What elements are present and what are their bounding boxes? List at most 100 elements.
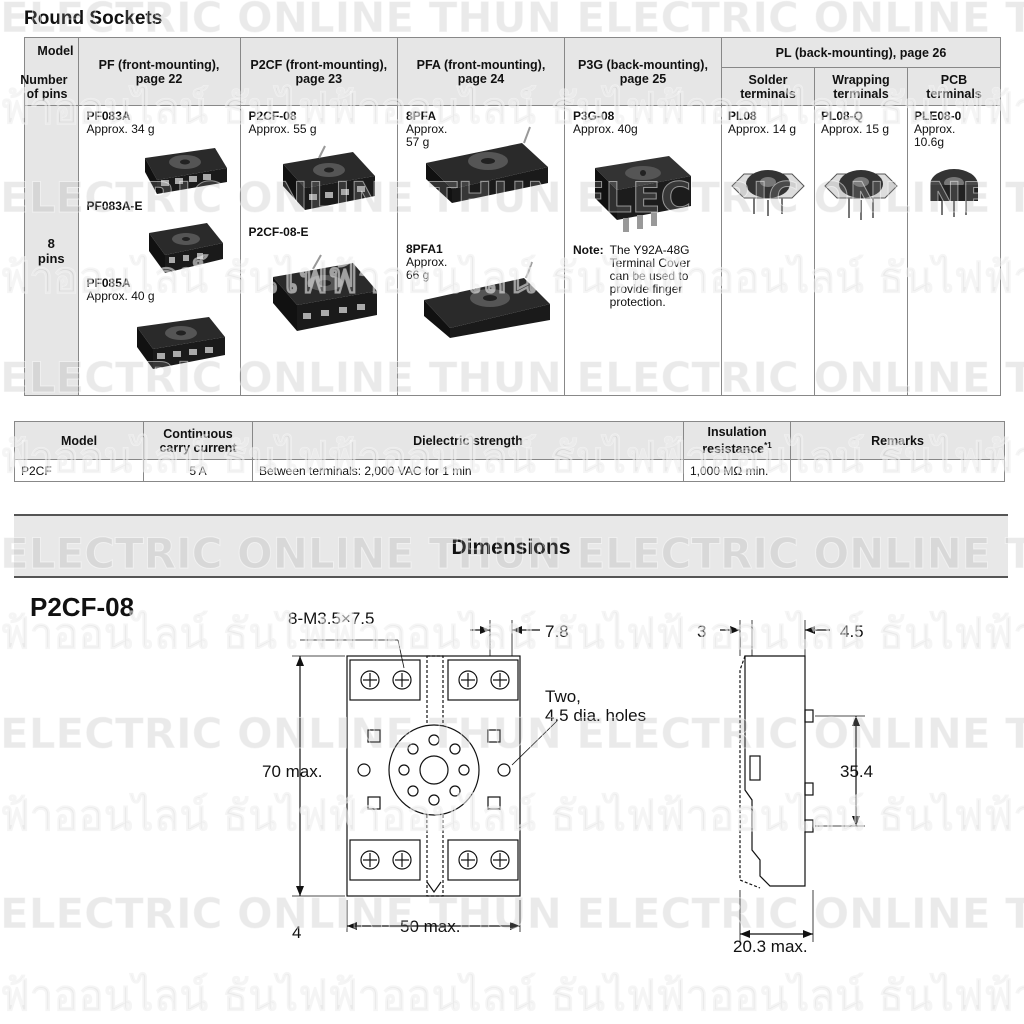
pf085a-image: [136, 317, 225, 369]
bottom-right-terminals: [447, 839, 519, 881]
pf083a-e-item: PF083A-E: [87, 200, 232, 277]
label-3: 3: [697, 622, 706, 641]
header-pfa: PFA (front-mounting),page 24: [396, 37, 565, 106]
label-holes-1: Two,: [545, 687, 581, 706]
screws: [360, 670, 510, 870]
pf085a-item: PF085A Approx. 40 g: [87, 277, 232, 373]
header-p3g: P3G (back-mounting),page 25: [563, 37, 722, 106]
label-depth: 20.3 max.: [733, 937, 808, 956]
pf085a-weight: Approx. 40 g: [86, 289, 155, 303]
p3g-08-item: P3G-08 Approx. 40g: [573, 110, 713, 236]
8pfa-item: 8PFA Approx.57 g: [406, 110, 556, 203]
mount-hole-left: [357, 763, 371, 777]
dimension-drawing: 8-M3.5×7.5 7.8 Two, 4.5 dia. holes 70 ma…: [262, 609, 873, 956]
socket-circle: [388, 724, 480, 816]
cell-pfa: 8PFA Approx.57 g 8PFA1 Approx.66 g: [396, 105, 565, 396]
mount-hole-right: [497, 763, 511, 777]
p2cf-08-model: P2CF-08: [248, 109, 297, 123]
side-body: [744, 655, 806, 887]
pl08-q-item: PL08-Q Approx. 15 g: [821, 110, 901, 226]
pl08-q-image: [824, 170, 898, 220]
pf083a-model: PF083A: [86, 109, 131, 123]
pl08-image: [731, 170, 805, 216]
cell-pl-wrapping: PL08-Q Approx. 15 g: [813, 105, 908, 396]
top-left-terminals: [349, 659, 421, 701]
label-holes-2: 4.5 dia. holes: [545, 706, 646, 725]
8pfa1-image: [423, 261, 550, 338]
pl08-model: PL08: [727, 109, 757, 123]
cell-pl-pcb: PLE08-0 Approx.10.6g: [906, 105, 1002, 396]
pf083a-e-image: [148, 223, 223, 273]
8pfa1-model: 8PFA1: [405, 242, 443, 256]
ple08-0-item: PLE08-0 Approx.10.6g: [914, 110, 994, 225]
spec-dielectric: Between terminals: 2,000 VAC for 1 min: [252, 459, 684, 482]
spec-model: P2CF: [14, 459, 144, 482]
p3g-08-weight: Approx. 40g: [572, 122, 638, 136]
p2cf-08-weight: Approx. 55 g: [248, 122, 317, 136]
pf085a-model: PF085A: [86, 276, 131, 290]
pl08-weight: Approx. 14 g: [727, 122, 797, 136]
label-screws: 8-M3.5×7.5: [288, 609, 374, 628]
8pfa1-item: 8PFA1 Approx.66 g: [406, 243, 556, 338]
spec-insulation: 1,000 MΩ min.: [683, 459, 791, 482]
p3g-08-image: [594, 156, 691, 232]
cell-p2cf: P2CF-08 Approx. 55 g P2CF-08-E: [239, 105, 398, 396]
label-width: 50 max.: [400, 917, 460, 936]
label-7-8: 7.8: [545, 622, 569, 641]
p3g-08-model: P3G-08: [572, 109, 615, 123]
cell-pl-solder: PL08 Approx. 14 g: [720, 105, 815, 396]
label-height: 70 max.: [262, 762, 322, 781]
p2cf-08-e-item: P2CF-08-E: [249, 226, 389, 339]
top-right-terminals: [447, 659, 519, 701]
p2cf-08-item: P2CF-08 Approx. 55 g: [249, 110, 389, 216]
dimensions-header: Dimensions: [14, 514, 1008, 578]
spec-current: 5 A: [143, 459, 253, 482]
p2cf-08-e-model: P2CF-08-E: [248, 225, 309, 239]
pf083a-weight: Approx. 34 g: [86, 122, 155, 136]
row-label-8-pins: 8 pins: [24, 105, 79, 396]
pl08-q-weight: Approx. 15 g: [820, 122, 890, 136]
header-model: Model: [37, 44, 74, 58]
table-row: P2CF 5 A Between terminals: 2,000 VAC fo…: [14, 459, 1005, 482]
socket-pins: [398, 734, 470, 806]
label-35-4: 35.4: [840, 762, 873, 781]
section-title: Round Sockets: [24, 8, 163, 29]
cell-pf: PF083A Approx. 34 g PF083A-E: [77, 105, 241, 396]
bottom-left-terminals: [349, 839, 421, 881]
pl08-q-model: PL08-Q: [820, 109, 863, 123]
header-pf: PF (front-mounting),page 22: [77, 37, 241, 106]
spec-header-dielectric: Dielectric strength: [252, 421, 684, 460]
spec-header-remarks: Remarks: [790, 421, 1005, 460]
socket-key: [419, 755, 449, 785]
dimensions-title: Dimensions: [451, 536, 571, 559]
spec-remarks: [790, 459, 1005, 482]
pf083a-item: PF083A Approx. 34 g: [87, 110, 232, 198]
note-text: The Y92A-48G Terminal Cover can be used …: [609, 243, 691, 309]
insulation-footnote: *1: [764, 440, 772, 450]
cell-p3g: P3G-08 Approx. 40g Note: The Y92A-48G Te…: [563, 105, 722, 396]
8pfa1-weight: Approx.66 g: [405, 255, 448, 282]
ple08-0-image: [929, 169, 978, 217]
header-pl: PL (back-mounting), page 26: [720, 37, 1002, 68]
part-title: P2CF-08: [30, 592, 135, 622]
pl08-item: PL08 Approx. 14 g: [728, 110, 808, 226]
note-label: Note:: [572, 243, 604, 257]
ple08-0-model: PLE08-0: [913, 109, 962, 123]
pf083a-e-model: PF083A-E: [86, 199, 143, 213]
p2cf-08-image: [282, 145, 375, 210]
ple08-0-weight: Approx.10.6g: [913, 122, 956, 149]
spec-header-model: Model: [14, 421, 144, 460]
pf083a-image: [144, 148, 227, 194]
label-4-5: 4.5: [840, 622, 864, 641]
header-p2cf: P2CF (front-mounting),page 23: [239, 37, 398, 106]
label-4: 4: [292, 923, 301, 942]
